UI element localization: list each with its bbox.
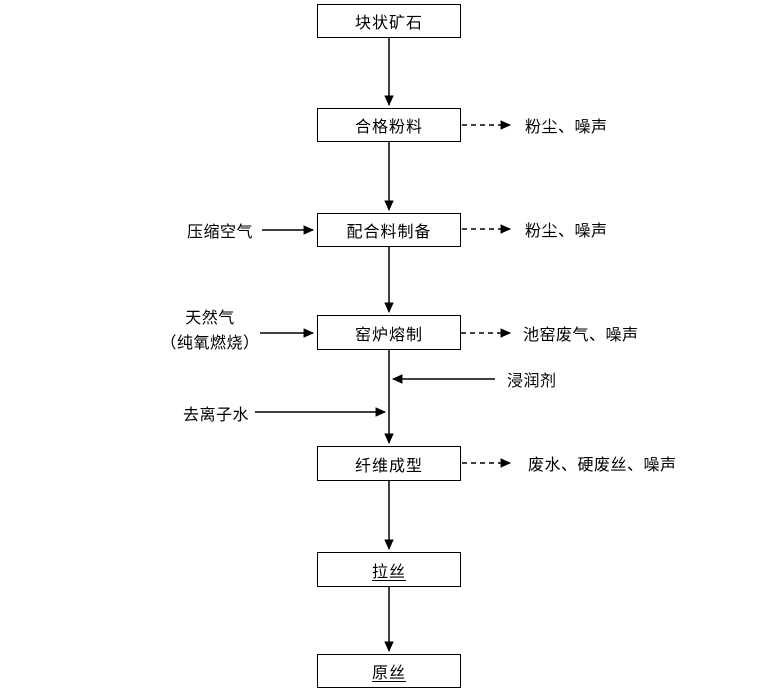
emission-label-powder: 粉尘、噪声 (525, 119, 608, 136)
box-qualified-powder: 合格粉料 (317, 108, 461, 142)
input-label-deionized-water: 去离子水 (183, 407, 250, 424)
box-fiber-forming-label: 纤维成型 (354, 457, 423, 475)
box-wire-drawing: 拉丝 (317, 552, 461, 587)
box-fiber-forming: 纤维成型 (317, 446, 461, 481)
box-wire-drawing-label: 拉丝 (371, 563, 406, 581)
box-block-ore: 块状矿石 (317, 4, 461, 38)
emission-label-forming: 废水、硬废丝、噪声 (528, 457, 677, 474)
input-label-compressed-air: 压缩空气 (187, 224, 254, 241)
box-qualified-powder-label: 合格粉料 (354, 119, 423, 136)
input-label-natural-gas: 天然气 （纯氧燃烧） (149, 306, 271, 356)
box-batch-preparation-label: 配合料制备 (346, 224, 432, 241)
box-block-ore-label: 块状矿石 (354, 15, 423, 32)
emission-label-batch: 粉尘、噪声 (525, 223, 608, 240)
box-kiln-melting-label: 窑炉熔制 (354, 326, 423, 344)
input-label-sizing-agent: 浸润剂 (507, 373, 557, 390)
box-raw-strand-label: 原丝 (371, 665, 406, 682)
emission-label-kiln: 池窑废气、噪声 (523, 327, 639, 344)
input-label-natural-gas-line2: （纯氧燃烧） (160, 335, 260, 352)
input-label-natural-gas-line1: 天然气 (185, 310, 235, 327)
box-kiln-melting: 窑炉熔制 (317, 315, 461, 350)
box-batch-preparation: 配合料制备 (317, 213, 461, 247)
box-raw-strand: 原丝 (317, 654, 461, 688)
